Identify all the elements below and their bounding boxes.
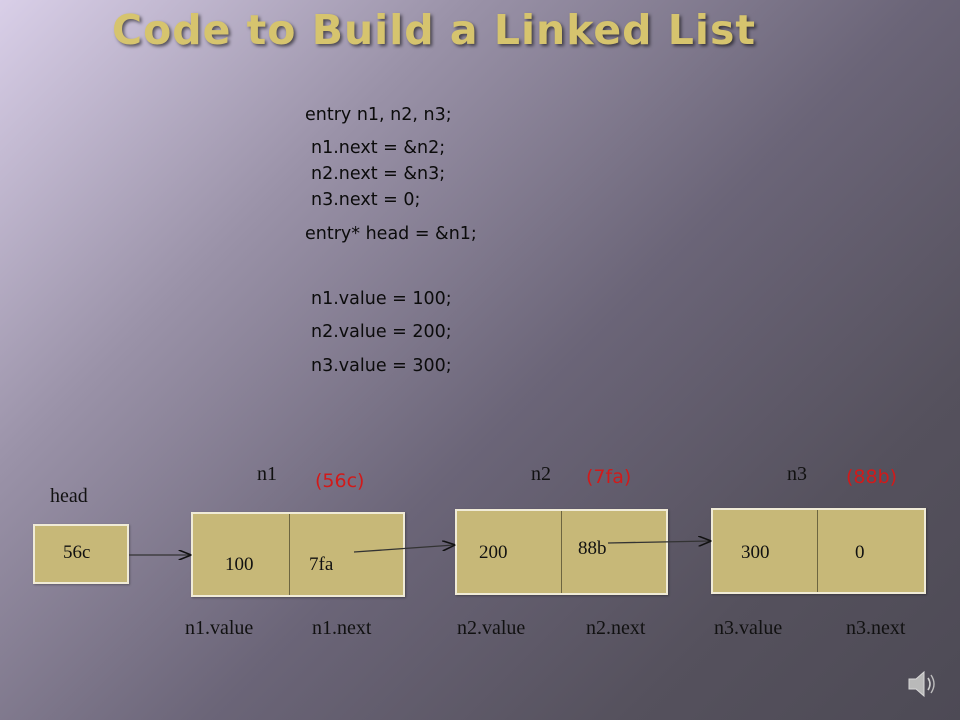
speaker-icon[interactable] (905, 668, 941, 700)
node-n3-address: (88b) (846, 466, 898, 488)
node-n3-next: 0 (855, 542, 865, 563)
node-n1-name: n1 (257, 463, 277, 485)
code-line-8: n3.value = 300; (311, 356, 452, 376)
node-n3-value: 300 (741, 542, 770, 563)
node-n3-next-caption: n3.next (846, 617, 906, 639)
code-line-4: n3.next = 0; (311, 190, 421, 210)
code-line-1: entry n1, n2, n3; (305, 105, 452, 125)
node-n3-value-caption: n3.value (714, 617, 783, 639)
code-line-6: n1.value = 100; (311, 289, 452, 309)
code-line-2: n1.next = &n2; (311, 138, 446, 158)
node-n2-next: 88b (578, 538, 607, 559)
code-line-3: n2.next = &n3; (311, 164, 446, 184)
arrow-n1-to-n2 (353, 545, 454, 553)
slide-title: Code to Build a Linked List (112, 6, 756, 54)
arrow-n2-to-n3 (607, 541, 710, 543)
node-n1-address: (56c) (315, 470, 365, 492)
node-n1-next-caption: n1.next (312, 617, 372, 639)
node-n1-value-caption: n1.value (185, 617, 254, 639)
head-value: 56c (63, 542, 91, 563)
code-line-5: entry* head = &n1; (305, 224, 477, 244)
node-n2-value: 200 (479, 542, 508, 563)
node-n2-address: (7fa) (586, 466, 632, 488)
node-n1-value: 100 (225, 554, 254, 575)
node-n2-next-caption: n2.next (586, 617, 646, 639)
node-n1-next: 7fa (309, 554, 334, 575)
node-n3-box: 300 0 (711, 508, 926, 594)
code-line-7: n2.value = 200; (311, 322, 452, 342)
node-n1-box: 100 7fa (191, 512, 405, 597)
node-n2-name: n2 (531, 463, 551, 485)
head-label: head (50, 485, 88, 507)
node-n2-value-caption: n2.value (457, 617, 526, 639)
node-n2-box: 200 88b (455, 509, 668, 595)
node-n3-name: n3 (787, 463, 807, 485)
head-box: 56c (33, 524, 129, 584)
